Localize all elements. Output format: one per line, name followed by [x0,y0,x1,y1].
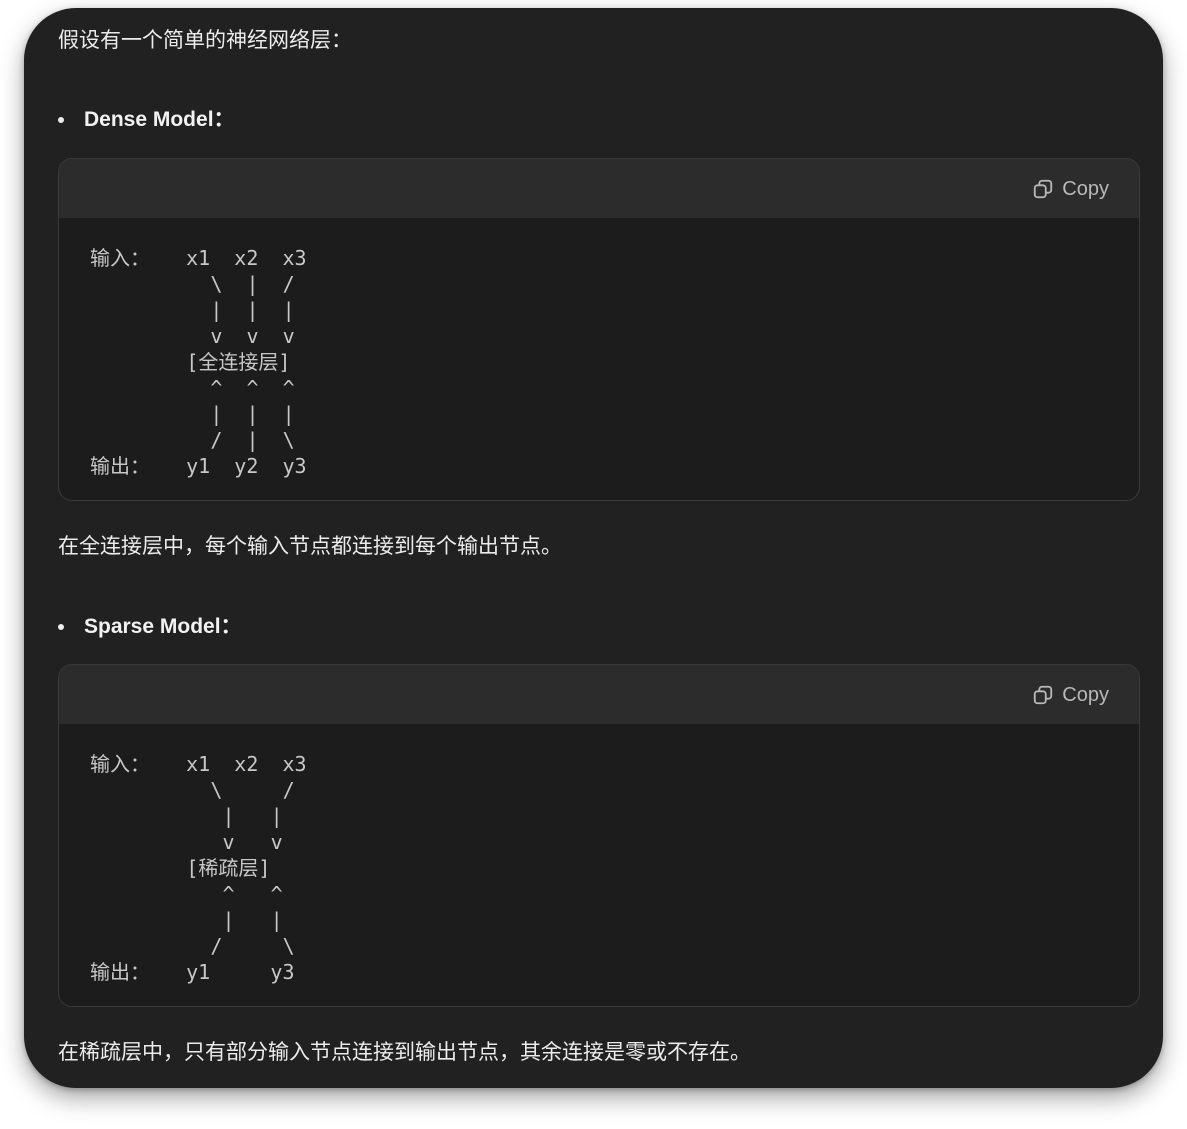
dense-model-heading: Dense Model： [84,108,235,131]
bullet-dot-icon [58,117,64,123]
dense-copy-label: Copy [1062,177,1109,200]
sparse-code-block: Copy 输入： x1 x2 x3 \ / | | v v [稀疏层] ^ ^ … [58,664,1140,1007]
intro-text: 假设有一个简单的神经网络层： [58,29,352,52]
sparse-copy-label: Copy [1062,683,1109,706]
bullet-dot-icon [58,624,64,630]
dense-caption: 在全连接层中，每个输入节点都连接到每个输出节点。 [58,535,562,558]
copy-icon [1034,685,1053,705]
copy-icon [1034,179,1053,199]
sparse-code-content: 输入： x1 x2 x3 \ / | | v v [稀疏层] ^ ^ | | /… [90,752,307,984]
sparse-caption: 在稀疏层中，只有部分输入节点连接到输出节点，其余连接是零或不存在。 [58,1041,751,1064]
sparse-code-header: Copy [59,665,1139,724]
dense-copy-button[interactable]: Copy [1032,174,1109,204]
dense-code-content: 输入： x1 x2 x3 \ | / | | | v v v [全连接层] ^ … [90,246,307,478]
sparse-model-heading: Sparse Model： [84,615,242,638]
sparse-copy-button[interactable]: Copy [1032,680,1109,710]
dense-code-header: Copy [59,159,1139,218]
dense-code-block: Copy 输入： x1 x2 x3 \ | / | | | v v v [全连接… [58,158,1140,501]
chat-message-window: 假设有一个简单的神经网络层： Dense Model： Copy 输入： x1 … [24,8,1163,1088]
